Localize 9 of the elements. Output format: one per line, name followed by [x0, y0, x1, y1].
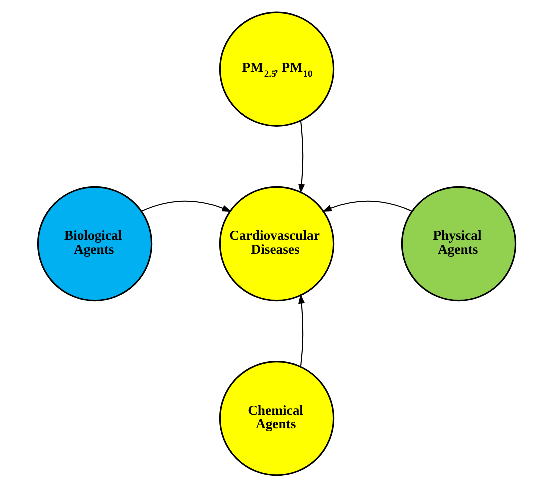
arrow [322, 200, 412, 212]
arrow [298, 121, 305, 194]
node-circle: Chemical Agents [218, 361, 334, 476]
node-circle: Cardiovascular Diseases [218, 186, 334, 302]
arrow [298, 294, 305, 367]
node-circle: Physical Agents [400, 186, 516, 302]
node-circle: PM$_{2.5}$, PM$_{10}$ [218, 12, 334, 127]
node-circle: Biological Agents [36, 186, 152, 302]
arrow [141, 200, 232, 212]
